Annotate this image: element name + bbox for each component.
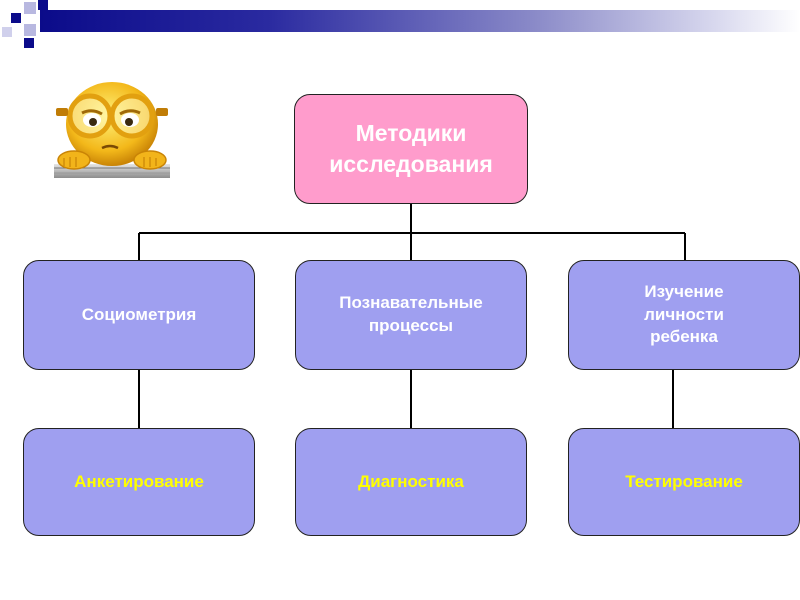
leaf-node-label: Тестирование bbox=[625, 471, 743, 491]
leaf-node-questionnaire: Анкетирование bbox=[23, 428, 255, 536]
leaf-node-label: Анкетирование bbox=[74, 471, 204, 491]
branch-node-cognitive-processes: Познавательные процессы bbox=[295, 260, 527, 370]
leaf-node-diagnostics: Диагностика bbox=[295, 428, 527, 536]
branch-node-label: Социометрия bbox=[81, 304, 197, 324]
root-node-label: Методики исследования bbox=[329, 119, 493, 177]
header-gradient-band bbox=[40, 10, 800, 32]
leaf-node-testing: Тестирование bbox=[568, 428, 800, 536]
branch-node-personality-study: Изучение личности ребенка bbox=[568, 260, 800, 370]
branch-node-label: Познавательные процессы bbox=[339, 293, 483, 335]
leaf-node-label: Диагностика bbox=[358, 471, 464, 491]
branch-node-sociometry: Социометрия bbox=[23, 260, 255, 370]
branch-node-label: Изучение личности ребенка bbox=[644, 281, 724, 347]
header-decoration bbox=[0, 0, 800, 50]
thinking-emoticon-icon bbox=[54, 82, 170, 178]
corner-squares-icon bbox=[2, 0, 48, 48]
root-node: Методики исследования bbox=[294, 94, 528, 204]
